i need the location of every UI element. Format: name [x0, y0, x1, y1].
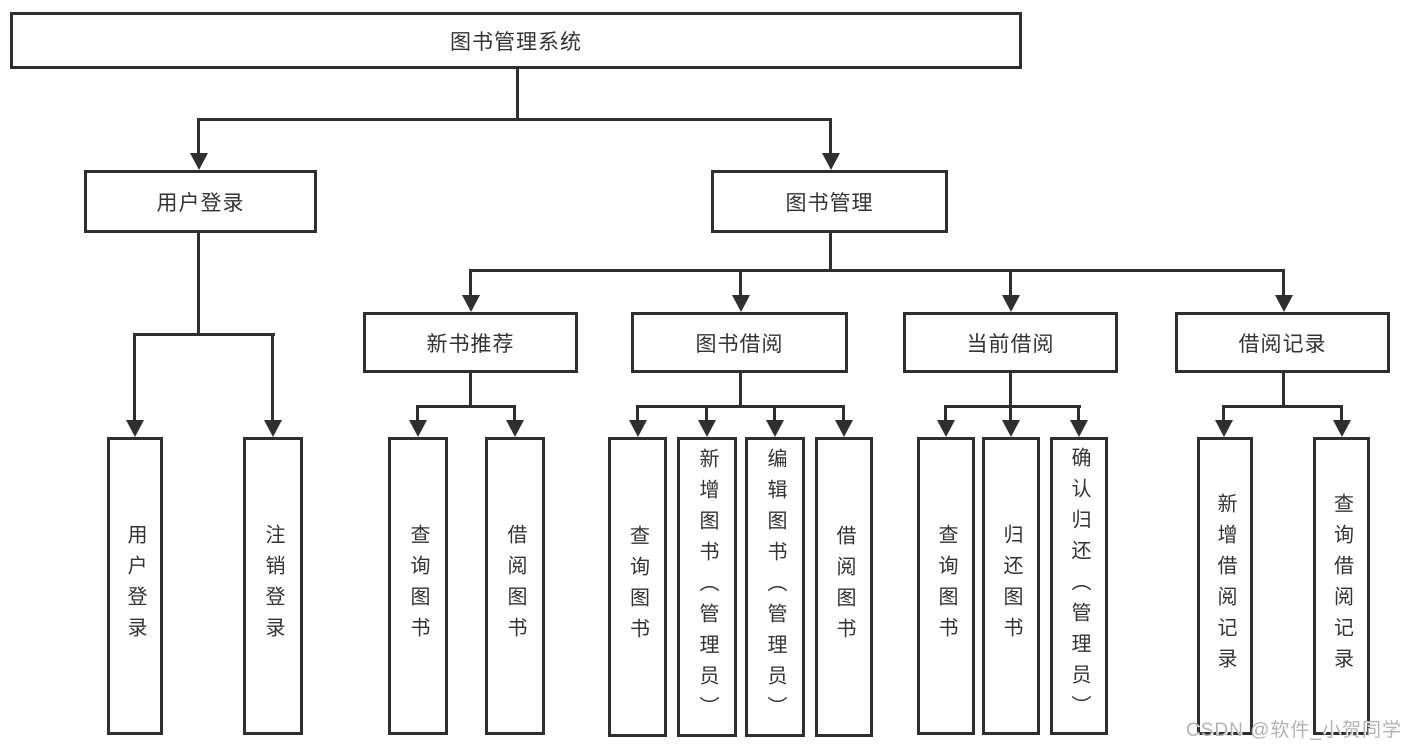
leaf-bb-add-books-admin: 新增图书（管理员）	[677, 437, 737, 737]
leaf-bb-add-books-admin-label: 新增图书（管理员）	[696, 447, 718, 727]
leaf-bb-edit-books-admin-label: 编辑图书（管理员）	[764, 447, 786, 727]
arrow-to-rec-add-record	[1222, 405, 1225, 420]
leaf-nb-borrow-books: 借阅图书	[485, 437, 545, 735]
connector-level1-rail	[197, 118, 832, 121]
connector-book-borrow-rail	[636, 405, 845, 408]
leaf-rec-add-record: 新增借阅记录	[1197, 437, 1253, 735]
node-book-borrow-label: 图书借阅	[695, 332, 784, 356]
arrow-to-book-management	[829, 118, 832, 153]
connector-new-book-stem	[469, 371, 472, 408]
leaf-bb-query-books-label: 查询图书	[626, 525, 649, 649]
node-book-borrow: 图书借阅	[631, 312, 848, 373]
node-current-borrow: 当前借阅	[903, 312, 1118, 373]
leaf-bb-query-books: 查询图书	[608, 437, 667, 737]
node-new-book-recommend-label: 新书推荐	[426, 332, 515, 356]
leaf-nb-query-books-label: 查询图书	[407, 524, 429, 648]
connector-user-login-rail	[134, 333, 275, 336]
leaf-user-login: 用户登录	[107, 437, 163, 735]
csdn-watermark: CSDN @软件_小贺同学	[1186, 720, 1402, 741]
arrow-to-leaf-user-login	[133, 333, 136, 420]
arrow-to-user-login	[197, 118, 200, 153]
connector-book-borrow-stem	[739, 371, 742, 408]
arrow-to-new-book-recommend	[469, 269, 472, 295]
leaf-rec-query-record-label: 查询借阅记录	[1330, 493, 1353, 679]
leaf-nb-borrow-books-label: 借阅图书	[504, 524, 526, 648]
leaf-logout-label: 注销登录	[262, 524, 284, 648]
leaf-nb-query-books: 查询图书	[388, 437, 448, 735]
leaf-logout: 注销登录	[243, 437, 303, 735]
connector-new-book-rail	[416, 405, 516, 408]
connector-user-login-stem	[197, 231, 200, 335]
arrow-to-bb-edit-books	[773, 405, 776, 420]
connector-book-management-stem	[829, 231, 832, 272]
leaf-cb-return-books: 归还图书	[982, 437, 1040, 735]
arrow-to-nb-query-books	[416, 405, 419, 420]
node-user-login: 用户登录	[84, 170, 317, 233]
connector-borrow-records-rail	[1222, 405, 1343, 408]
connector-current-borrow-stem	[1009, 371, 1012, 408]
leaf-cb-confirm-return-admin-label: 确认归还（管理员）	[1068, 446, 1090, 726]
node-book-management-label: 图书管理	[785, 191, 874, 215]
arrow-to-cb-return-books	[1009, 405, 1012, 420]
connector-level2-rail	[469, 269, 1285, 272]
node-book-management: 图书管理	[711, 170, 948, 233]
node-borrow-records: 借阅记录	[1175, 312, 1390, 373]
arrow-to-cb-query-books	[944, 405, 947, 420]
leaf-bb-borrow-books-label: 借阅图书	[833, 525, 855, 649]
arrow-to-nb-borrow-books	[513, 405, 516, 420]
arrow-to-book-borrow	[739, 269, 742, 295]
arrow-to-leaf-logout	[271, 333, 274, 420]
node-root-label: 图书管理系统	[450, 30, 582, 54]
arrow-to-borrow-records	[1282, 269, 1285, 295]
arrow-to-bb-borrow-books	[842, 405, 845, 420]
arrow-to-bb-add-books	[705, 405, 708, 420]
node-user-login-label: 用户登录	[156, 191, 245, 215]
connector-root-stem	[516, 66, 519, 120]
node-borrow-records-label: 借阅记录	[1238, 332, 1327, 356]
leaf-cb-query-books: 查询图书	[917, 437, 975, 735]
connector-current-borrow-rail	[944, 405, 1081, 408]
arrow-to-rec-query-record	[1340, 405, 1343, 420]
leaf-cb-confirm-return-admin: 确认归还（管理员）	[1050, 437, 1108, 735]
leaf-user-login-label: 用户登录	[124, 524, 146, 648]
leaf-rec-query-record: 查询借阅记录	[1313, 437, 1370, 735]
arrow-to-current-borrow	[1009, 269, 1012, 295]
node-root: 图书管理系统	[10, 12, 1022, 69]
connector-borrow-records-stem	[1282, 371, 1285, 408]
leaf-rec-add-record-label: 新增借阅记录	[1214, 493, 1236, 679]
leaf-bb-borrow-books: 借阅图书	[815, 437, 873, 737]
leaf-cb-query-books-label: 查询图书	[935, 524, 957, 648]
arrow-to-cb-confirm-return	[1077, 405, 1080, 420]
leaf-bb-edit-books-admin: 编辑图书（管理员）	[745, 437, 805, 737]
leaf-cb-return-books-label: 归还图书	[1000, 524, 1022, 648]
arrow-to-bb-query-books	[636, 405, 639, 420]
node-current-borrow-label: 当前借阅	[966, 332, 1055, 356]
node-new-book-recommend: 新书推荐	[363, 312, 578, 373]
